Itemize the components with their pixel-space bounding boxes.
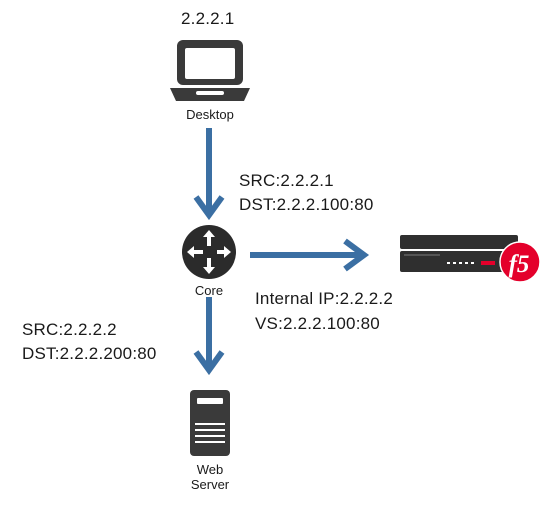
arrow-core-to-server [193,297,225,376]
web-server-label-line1: Web [196,462,224,477]
packet-in-src: SRC:2.2.2.1 [239,171,334,190]
core-label: Core [194,283,224,298]
router-icon [182,225,236,279]
f5-logo-text: f5 [509,251,530,278]
f5-appliance-icon [400,235,518,272]
arrow-core-to-f5 [250,238,370,272]
desktop-ip: 2.2.2.1 [181,9,235,28]
f5-virtual-server: VS:2.2.2.100:80 [255,314,380,333]
arrow-desktop-to-core [193,128,225,221]
f5-logo: f5 [499,241,541,283]
packet-in-dst: DST:2.2.2.100:80 [239,195,374,214]
web-server-label: Web Server [170,462,250,492]
packet-out-dst: DST:2.2.2.200:80 [22,344,157,363]
laptop-icon [170,40,250,101]
f5-internal-ip: Internal IP:2.2.2.2 [255,289,393,308]
packet-out-src: SRC:2.2.2.2 [22,320,117,339]
desktop-label: Desktop [186,107,234,122]
web-server-label-line2: Server [190,477,230,492]
server-icon [190,390,230,456]
